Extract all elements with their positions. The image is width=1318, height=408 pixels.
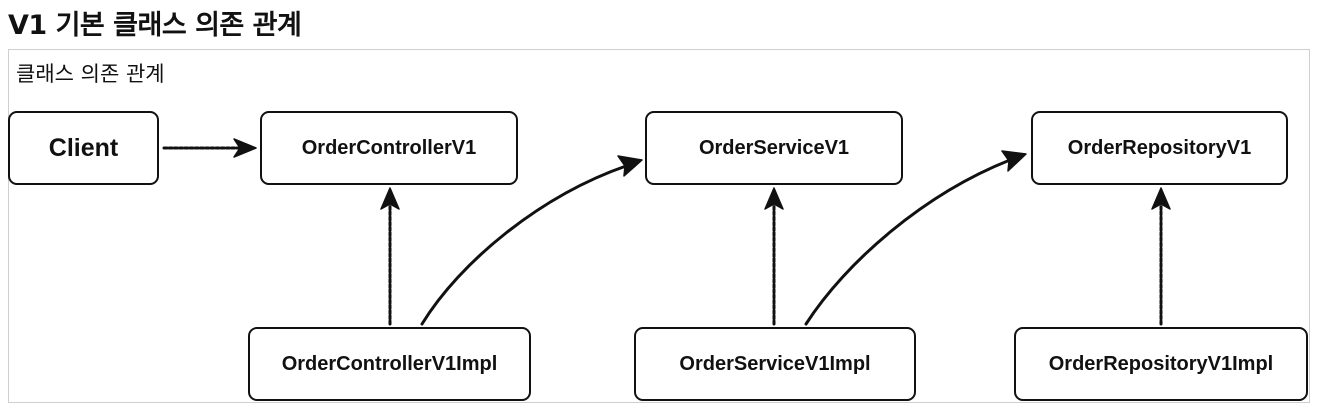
node-client[interactable]: Client: [8, 111, 159, 185]
diagram-frame-label: 클래스 의존 관계: [16, 62, 165, 86]
page-title: V1 기본 클래스 의존 관계: [8, 10, 302, 41]
node-order-service-v1[interactable]: OrderServiceV1: [645, 111, 903, 185]
diagram-frame: [8, 49, 1310, 403]
edge-service-impl-to-service: [764, 187, 784, 326]
node-order-repository-v1-impl[interactable]: OrderRepositoryV1Impl: [1014, 327, 1308, 401]
node-order-controller-v1-impl[interactable]: OrderControllerV1Impl: [248, 327, 531, 401]
edge-service-impl-to-repository: [804, 150, 1027, 326]
node-order-service-v1-impl[interactable]: OrderServiceV1Impl: [634, 327, 916, 401]
node-order-repository-v1[interactable]: OrderRepositoryV1: [1031, 111, 1288, 185]
edge-controller-impl-to-controller: [380, 187, 400, 326]
edge-controller-impl-to-service: [420, 155, 643, 326]
node-order-controller-v1[interactable]: OrderControllerV1: [260, 111, 518, 185]
edge-client-to-order-controller-v1: [162, 138, 257, 158]
edge-repository-impl-to-repository: [1151, 187, 1171, 326]
